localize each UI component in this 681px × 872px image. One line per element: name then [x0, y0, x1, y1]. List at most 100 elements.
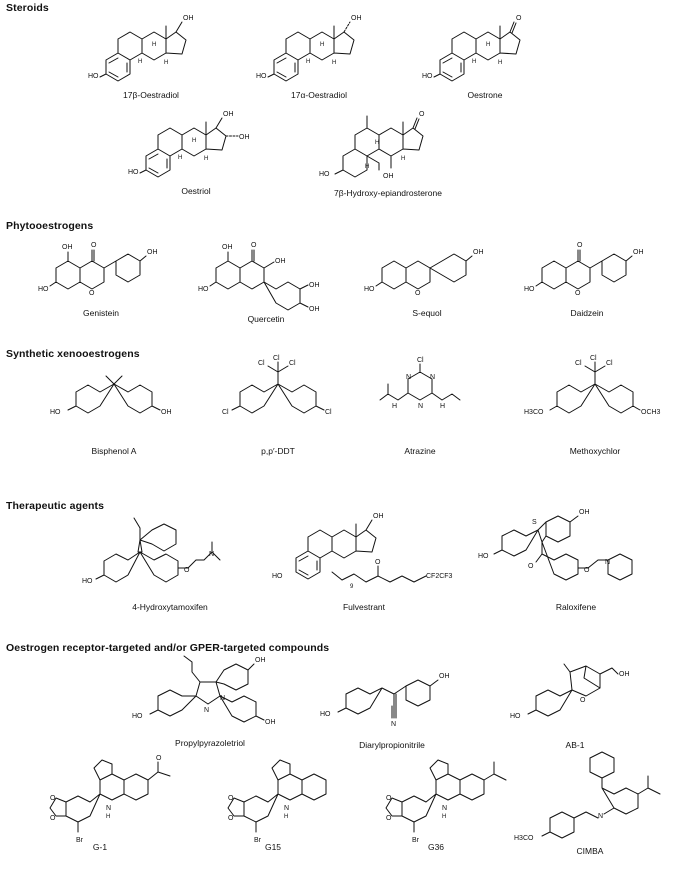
svg-text:O: O [580, 697, 586, 704]
structure-ddt: Cl Cl Cl Cl Cl [222, 355, 332, 416]
compound-cimba: N H3CO CIMBA [510, 742, 670, 856]
svg-text:H: H [392, 403, 397, 410]
structure-4-hydroxytamoxifen: HO O N [82, 517, 221, 585]
svg-text:O: O [91, 242, 97, 249]
structure-7beta-hydroxy-epiandrosterone: O HO OH H H H [319, 111, 425, 180]
compound-name: 7β-Hydroxy-epiandrosterone [334, 188, 442, 198]
compound-ddt: Cl Cl Cl Cl Cl p,p′-DDT [208, 352, 348, 456]
svg-text:OH: OH [351, 15, 362, 22]
compound-name: Oestriol [181, 186, 211, 196]
svg-text:OH: OH [147, 249, 158, 256]
svg-text:O: O [375, 559, 381, 566]
svg-text:N: N [391, 721, 396, 728]
svg-text:N: N [284, 805, 289, 812]
svg-text:OH: OH [223, 111, 234, 118]
svg-text:Cl: Cl [289, 360, 296, 367]
svg-text:HO: HO [82, 578, 93, 585]
svg-text:H: H [106, 814, 110, 820]
svg-text:OH: OH [309, 282, 320, 289]
svg-text:OH: OH [383, 173, 394, 180]
structure-atrazine: Cl N N N H H [379, 357, 461, 410]
svg-text:N: N [406, 374, 411, 381]
svg-text:O: O [156, 755, 162, 762]
compound-diarylpropionitrile: OH HO N Diarylpropionitrile [312, 660, 472, 750]
svg-text:O: O [386, 795, 392, 802]
svg-text:O: O [184, 567, 190, 574]
compound-name: G15 [264, 842, 282, 852]
compound-name: G-1 [92, 842, 108, 852]
structure-methoxychlor: Cl Cl Cl H3CO OCH3 [524, 355, 661, 416]
svg-text:HO: HO [50, 409, 61, 416]
compound-g-1: O N H Br O O G-1 [20, 750, 180, 852]
structure-oestrone: O HO H H H [422, 15, 522, 82]
compound-s-equol: OH HO O S-equol [362, 232, 492, 318]
structure-quercetin: O OH OH HO OH OH [198, 242, 320, 313]
svg-text:OH: OH [62, 244, 73, 251]
structure-g15: N H Br O O [227, 759, 327, 844]
structure-fulvestrant: OH HO O 9 CF2CF3 [272, 513, 453, 590]
svg-text:N: N [418, 403, 423, 410]
svg-text:CF2CF3: CF2CF3 [426, 573, 453, 580]
svg-text:H: H [440, 403, 445, 410]
svg-text:H: H [204, 156, 208, 162]
svg-text:Cl: Cl [575, 360, 582, 367]
svg-text:O: O [584, 567, 590, 574]
compound-name: Atrazine [404, 446, 436, 456]
svg-text:H: H [138, 59, 142, 65]
svg-text:O: O [528, 563, 534, 570]
structure-daidzein: O OH HO O [524, 242, 644, 297]
svg-text:N: N [209, 551, 214, 558]
compound-propylpyrazoletriol: OH N N HO OH Propylpyrazoletriol [120, 652, 300, 748]
svg-text:O: O [228, 815, 234, 822]
structure-ab-1: OH O HO [510, 663, 630, 720]
svg-text:HO: HO [319, 171, 330, 178]
compound-name: 17β-Oestradiol [123, 90, 179, 100]
svg-text:OH: OH [619, 671, 630, 678]
compound-name: p,p′-DDT [261, 446, 295, 456]
structure-bisphenol-a: HO OH [50, 375, 172, 416]
compound-fulvestrant: OH HO O 9 CF2CF3 Fulvestrant [264, 506, 464, 612]
svg-text:H3CO: H3CO [514, 835, 534, 842]
svg-text:H: H [164, 60, 168, 66]
compound-name: Quercetin [247, 314, 285, 324]
svg-text:Cl: Cl [273, 355, 280, 362]
svg-text:Cl: Cl [606, 360, 613, 367]
svg-text:HO: HO [320, 711, 331, 718]
svg-text:OH: OH [275, 258, 286, 265]
svg-text:HO: HO [272, 573, 283, 580]
structure-17beta-oestradiol: OH HO H H H [88, 15, 194, 82]
svg-text:H: H [486, 42, 490, 48]
section-title-steroids: Steroids [6, 2, 49, 14]
svg-text:OH: OH [239, 134, 250, 141]
compound-name: G36 [427, 842, 445, 852]
svg-text:N: N [106, 805, 111, 812]
svg-text:H: H [332, 60, 336, 66]
section-title-synthetic-xenooestrogens: Synthetic xenooestrogens [6, 348, 140, 360]
structure-g36: N H Br O O [385, 759, 507, 844]
compound-quercetin: O OH OH HO OH OH Quercetin [196, 232, 336, 324]
structure-raloxifene: S OH HO O O N [478, 509, 633, 581]
svg-text:O: O [228, 795, 234, 802]
svg-text:HO: HO [256, 73, 267, 80]
svg-text:H: H [320, 42, 324, 48]
compound-name: Oestrone [467, 90, 503, 100]
svg-text:HO: HO [128, 169, 139, 176]
compound-name: Methoxychlor [569, 446, 621, 456]
structure-s-equol: OH HO O [364, 249, 484, 297]
compound-bisphenol-a: HO OH Bisphenol A [44, 362, 184, 456]
svg-text:H: H [192, 138, 196, 144]
structure-g-1: O N H Br O O [49, 755, 171, 844]
svg-text:Cl: Cl [325, 409, 332, 416]
svg-text:H: H [498, 60, 502, 66]
svg-text:N: N [430, 374, 435, 381]
compound-17beta-oestradiol: OH HO H H H 17β-Oestradiol [86, 8, 216, 100]
svg-text:O: O [386, 815, 392, 822]
svg-text:O: O [516, 15, 522, 22]
svg-text:HO: HO [364, 286, 375, 293]
structure-diarylpropionitrile: OH HO N [320, 673, 450, 728]
compound-oestriol: OH OH HO H H H Oestriol [126, 104, 266, 196]
svg-text:HO: HO [38, 286, 49, 293]
section-title-phytooestrogens: Phytooestrogens [6, 220, 94, 232]
compound-name: 4-Hydroxytamoxifen [132, 602, 208, 612]
svg-text:O: O [50, 795, 56, 802]
